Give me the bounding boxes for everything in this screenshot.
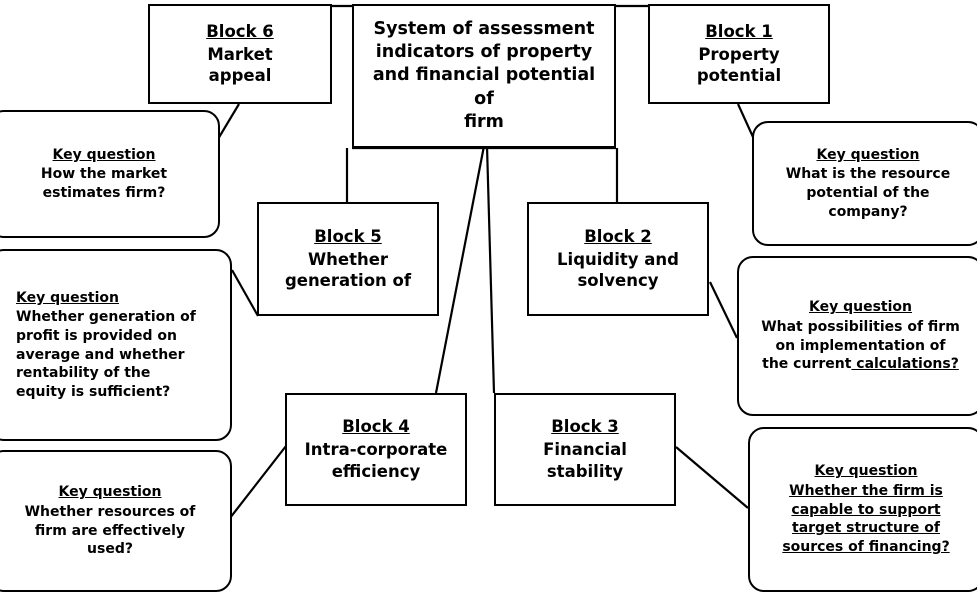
q-financing-line-2: capable to support (791, 501, 941, 518)
block-4-line-1: Intra-corporate (304, 440, 448, 460)
connector-center-block4 (434, 145, 486, 394)
q-calculations-line-3-plain: the current (762, 356, 852, 373)
block-5-title: Block 5 (314, 226, 382, 246)
block-2-text: Liquidity and solvency (557, 249, 679, 293)
q-profit-line-1: Whether generation of (16, 309, 196, 326)
center-line-2: indicators of property (375, 42, 593, 63)
block-2-line-2: solvency (577, 271, 659, 291)
question-resource-potential[interactable]: Key question What is the resource potent… (752, 121, 977, 246)
q-potential-line-1: What is the resource (785, 166, 951, 183)
q-financing-line-4: sources of financing? (782, 538, 950, 555)
q-potential-line-3: company? (828, 203, 908, 220)
question-profit-text: Whether generation of profit is provided… (16, 308, 196, 401)
block-6[interactable]: Block 6 Market appeal (148, 4, 332, 104)
question-financing-text: Whether the firm is capable to support t… (782, 482, 949, 556)
question-calculations-title: Key question (809, 299, 912, 316)
question-resources-title: Key question (58, 484, 162, 501)
question-profit-title: Key question (16, 289, 119, 306)
center-line-3: and financial potential of (372, 65, 596, 109)
block-3-title: Block 3 (551, 417, 619, 437)
question-market-appeal[interactable]: Key question How the market estimates fi… (0, 110, 220, 238)
connector-block2-q-calculations (709, 281, 738, 339)
q-profit-line-2: profit is provided on (16, 327, 177, 344)
center-box[interactable]: System of assessment indicators of prope… (352, 4, 616, 148)
q-potential-line-2: potential of the (806, 185, 930, 201)
block-5[interactable]: Block 5 Whether generation of (257, 202, 439, 316)
question-resources-used[interactable]: Key question Whether resources of firm a… (0, 450, 232, 592)
block-1-line-2: potential (696, 66, 782, 86)
center-line-1: System of assessment (373, 18, 595, 39)
connector-center-block3 (485, 145, 496, 394)
q-calculations-line-3-underlined: calculations? (851, 356, 959, 373)
question-sources-financing[interactable]: Key question Whether the firm is capable… (748, 427, 977, 592)
block-4-title: Block 4 (342, 417, 410, 437)
connector-block5-q-profit (231, 269, 259, 317)
block-5-line-1: Whether (307, 249, 389, 269)
connector-block6-q-market (217, 103, 240, 140)
block-6-text: Market appeal (207, 44, 272, 88)
block-4-text: Intra-corporate efficiency (305, 439, 448, 483)
block-5-line-2: generation of (284, 271, 412, 291)
q-financing-line-1: Whether the firm is (789, 483, 943, 500)
block-3-line-2: stability (546, 461, 624, 481)
q-profit-line-5: equity is sufficient? (16, 383, 171, 400)
q-profit-line-4: rentability of the (16, 365, 151, 382)
block-1-text: Property potential (697, 44, 781, 88)
q-financing-line-3: target structure of (792, 520, 940, 537)
q-resources-line-1: Whether resources of (24, 503, 196, 520)
question-profit-generation[interactable]: Key question Whether generation of profi… (0, 249, 232, 441)
q-resources-line-2: firm are effectively (34, 522, 186, 539)
connector-block4-q-resources (229, 445, 287, 519)
connector-block3-q-financing (675, 446, 749, 509)
question-potential-text: What is the resource potential of the co… (786, 165, 950, 221)
q-calculations-line-1: What possibilities of firm (761, 318, 960, 335)
q-market-line-2: estimates firm? (42, 184, 166, 201)
question-market-appeal-title: Key question (52, 146, 156, 163)
question-market-appeal-text: How the market estimates firm? (41, 165, 167, 202)
block-3-line-1: Financial (543, 440, 627, 460)
block-3-text: Financial stability (543, 439, 627, 483)
block-6-line-1: Market (207, 44, 273, 64)
center-line-4: firm (464, 111, 504, 132)
block-2-line-1: Liquidity and (557, 249, 679, 269)
block-3[interactable]: Block 3 Financial stability (494, 393, 676, 506)
center-box-text: System of assessment indicators of prope… (362, 18, 606, 134)
block-1[interactable]: Block 1 Property potential (648, 4, 830, 104)
block-2-title: Block 2 (584, 226, 652, 246)
q-resources-line-3: used? (87, 541, 133, 558)
q-calculations-line-3: the current calculations? (761, 355, 960, 374)
question-financing-title: Key question (814, 463, 918, 480)
block-4[interactable]: Block 4 Intra-corporate efficiency (285, 393, 467, 506)
question-calculations-text: What possibilities of firm on implementa… (761, 318, 960, 374)
q-market-line-1: How the market (40, 166, 168, 183)
block-4-line-2: efficiency (331, 461, 421, 481)
q-calculations-line-2: on implementation of (775, 337, 946, 354)
block-2[interactable]: Block 2 Liquidity and solvency (527, 202, 709, 316)
block-1-title: Block 1 (705, 21, 773, 41)
question-resources-text: Whether resources of firm are effectivel… (25, 503, 196, 559)
block-5-text: Whether generation of (285, 249, 411, 293)
block-1-line-1: Property (698, 44, 780, 64)
question-potential-title: Key question (816, 146, 920, 163)
block-6-title: Block 6 (206, 21, 274, 41)
block-6-line-2: appeal (208, 66, 272, 86)
q-profit-line-3: average and whether (16, 346, 185, 363)
question-current-calculations[interactable]: Key question What possibilities of firm … (737, 256, 977, 416)
